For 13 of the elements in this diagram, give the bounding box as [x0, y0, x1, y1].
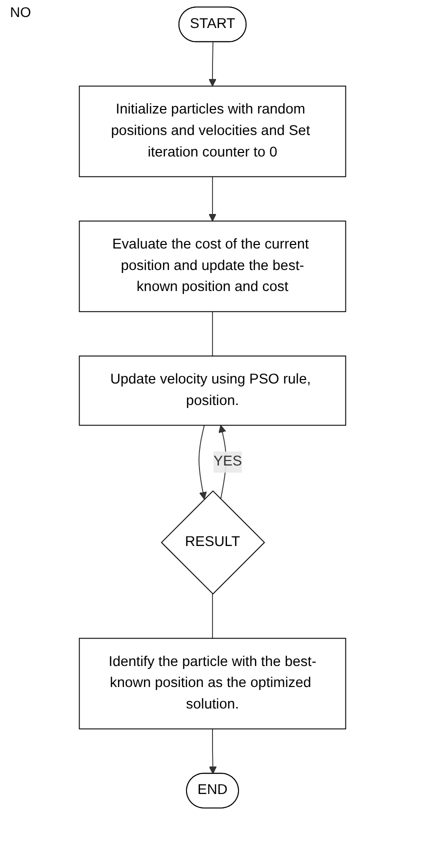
node-box: Initialize particles with random positions and velocities and Set iteration counter to 0	[78, 86, 346, 178]
node-diamond: RESULT	[160, 490, 266, 595]
arrow	[198, 424, 207, 500]
connector	[212, 593, 213, 639]
arrow	[208, 176, 216, 222]
node-box: Update velocity using PSO rule, position.	[78, 356, 346, 426]
connector	[212, 311, 213, 356]
node-box: Identify the particle with the best-known position as the optimized solution.	[78, 638, 346, 730]
branch-label: NO	[10, 4, 31, 20]
arrow	[208, 728, 217, 774]
edge-label: YES	[214, 454, 242, 470]
arrow	[208, 42, 216, 86]
node-box: Evaluate the cost of the current position and update the best-known position and cost	[78, 220, 346, 312]
